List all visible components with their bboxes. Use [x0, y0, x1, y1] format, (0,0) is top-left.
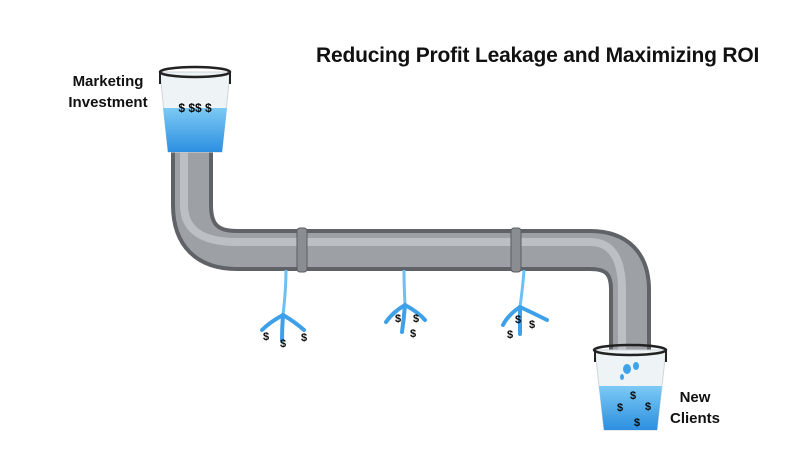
leak-1: $ $ $ — [260, 269, 307, 350]
dollar-icon: $ — [630, 390, 636, 402]
marketing-investment-bucket: $ $$ $ — [158, 65, 232, 153]
pipe — [171, 150, 651, 350]
dollar-icon: $ — [617, 402, 623, 414]
dollar-icon: $ — [395, 313, 401, 325]
dollar-icon: $ — [280, 338, 286, 350]
dollar-icon: $ — [413, 313, 419, 325]
dollar-icon: $ — [634, 417, 640, 429]
new-clients-bucket: $ $ $ $ — [592, 343, 668, 431]
water-drop — [623, 364, 631, 374]
water-drop — [620, 374, 624, 380]
new-clients-label: New Clients — [669, 389, 720, 427]
pipe-coupling — [510, 227, 522, 273]
water-drop — [633, 362, 639, 370]
leak-3: $ $ $ — [501, 269, 549, 341]
diagram-title: Reducing Profit Leakage and Maximizing R… — [316, 44, 760, 67]
dollar-icon: $ — [263, 331, 269, 343]
dollar-icon: $ — [507, 329, 513, 341]
dollar-icon: $ — [645, 401, 651, 413]
dollar-icon: $ — [301, 332, 307, 344]
dollar-icon: $ $$ $ — [178, 101, 212, 115]
dollar-icon: $ — [515, 314, 521, 326]
marketing-investment-label: Marketing Investment — [68, 73, 148, 111]
pipe-coupling — [296, 227, 308, 273]
leak-2: $ $ $ — [384, 269, 427, 340]
dollar-icon: $ — [410, 328, 416, 340]
dollar-icon: $ — [529, 319, 535, 331]
